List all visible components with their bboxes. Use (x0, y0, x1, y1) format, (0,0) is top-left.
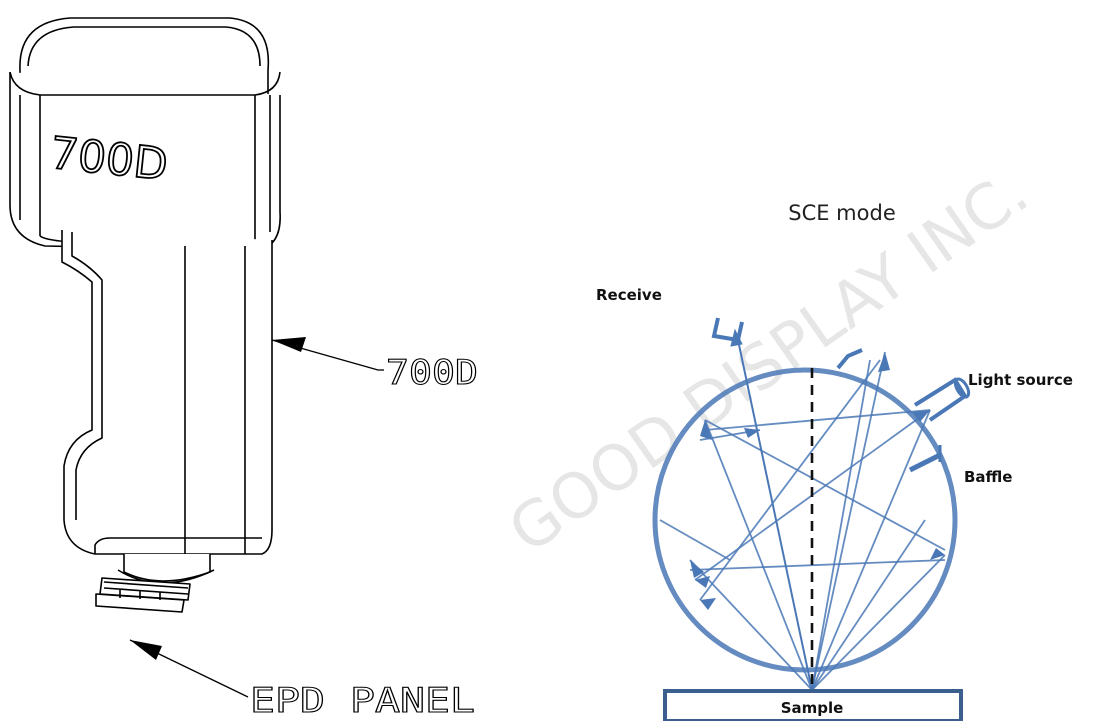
sample-bar (663, 689, 963, 721)
callout-epd-panel (129, 639, 249, 698)
ray-arrowheads (690, 352, 945, 610)
baffle (908, 452, 942, 473)
arrowhead (130, 640, 162, 660)
integrating-sphere (652, 317, 971, 691)
arrowhead (272, 337, 306, 352)
device-drawing (9, 17, 281, 613)
callout-label-epd-panel: EPD PANEL (250, 681, 475, 721)
baffle-label: Baffle (964, 468, 1012, 486)
light-source-label: Light source (968, 371, 1073, 389)
sce-title: SCE mode (788, 201, 896, 225)
receive-label: Receive (596, 286, 662, 304)
callout-700d (271, 337, 384, 371)
receiver-port (711, 317, 744, 343)
callout-label-700d: 700D (386, 353, 478, 393)
watermark: GOOD DISPLAY INC. (496, 155, 1041, 567)
sphere-outline (652, 367, 958, 673)
sample-label: Sample (781, 699, 844, 717)
